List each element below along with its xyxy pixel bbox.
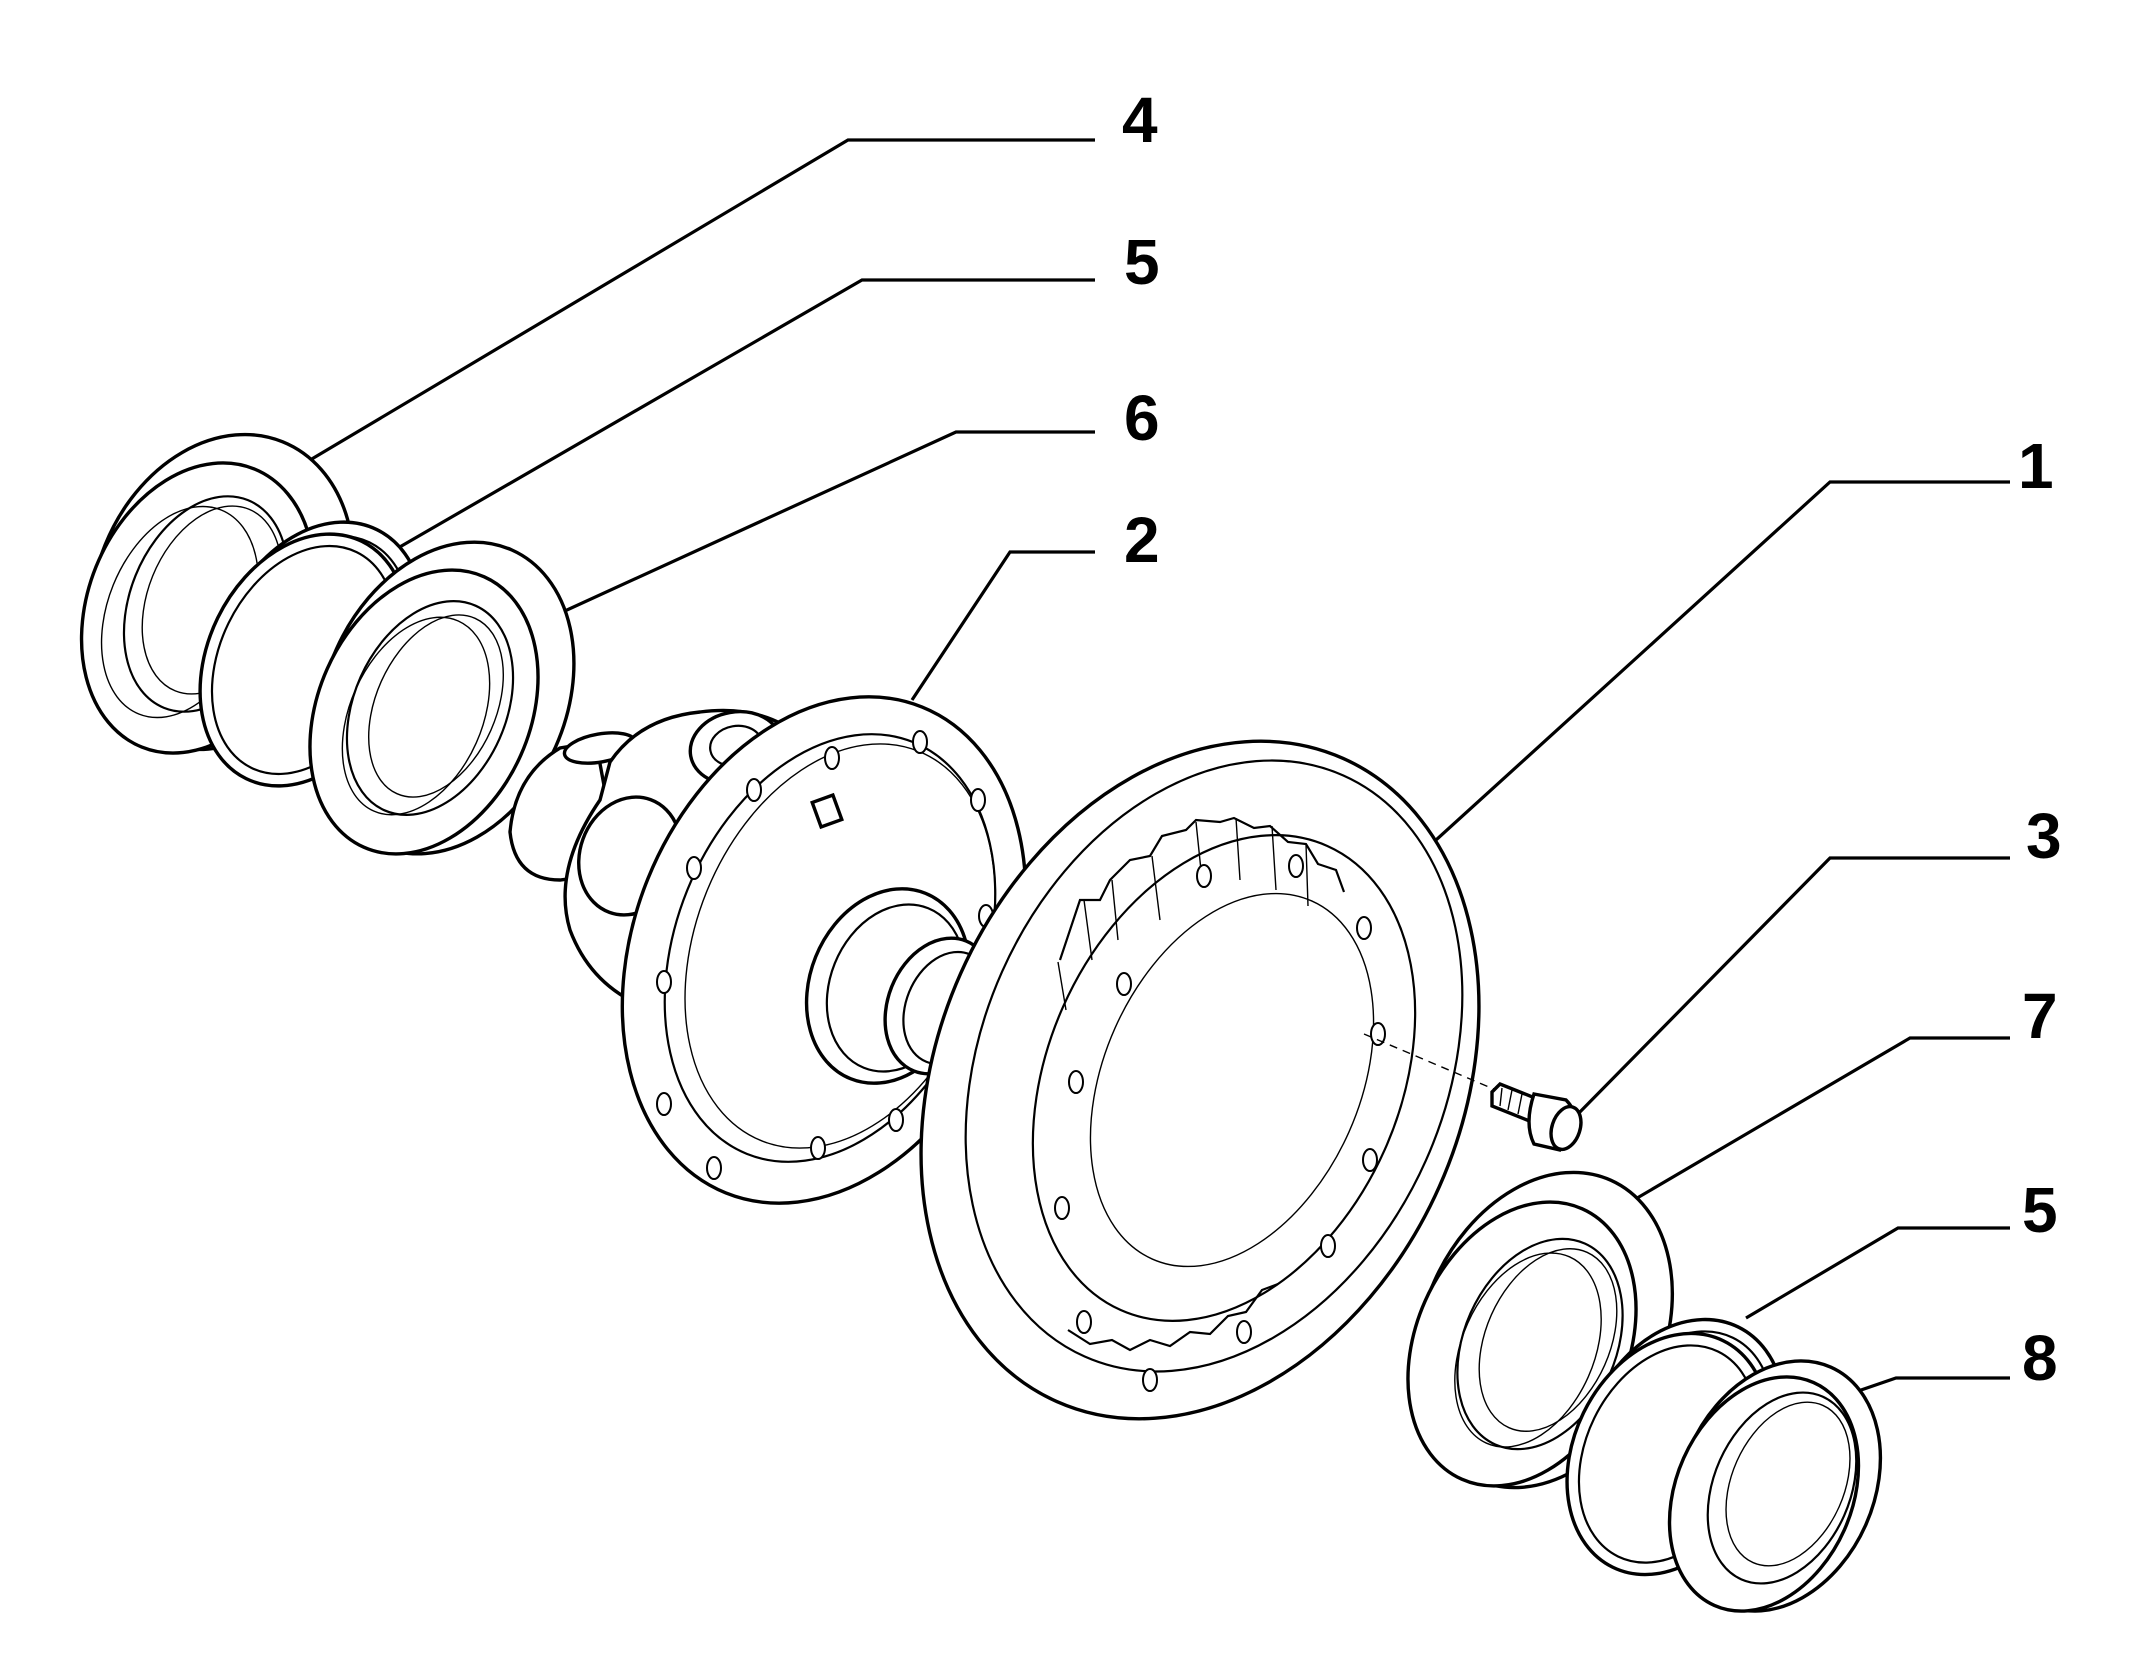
callout-numbers: 4 5 6 2 1 3 7 5 8 <box>1122 84 2062 1394</box>
callout-1: 1 <box>2018 430 2054 502</box>
callout-4-top: 4 <box>1122 84 1158 156</box>
callout-2: 2 <box>1124 504 1160 576</box>
part-6-bearing <box>308 540 576 856</box>
leader-line-7 <box>1585 1036 2010 1230</box>
leader-line-1 <box>1390 480 2010 882</box>
part-8-bearing-cup <box>1667 1359 1883 1613</box>
callout-3: 3 <box>2026 800 2062 872</box>
callout-5-bottom: 5 <box>2022 1174 2058 1246</box>
leader-lines <box>299 138 2010 1402</box>
part-2-differential-housing <box>508 695 1028 1205</box>
leader-line-2 <box>910 550 1095 701</box>
leader-line-5-top <box>397 278 1095 550</box>
part-3-bolt <box>1490 1082 1583 1152</box>
leader-line-6 <box>531 430 1095 628</box>
callout-7: 7 <box>2022 980 2058 1052</box>
leader-line-3 <box>1572 856 2010 1120</box>
callout-8: 8 <box>2022 1322 2058 1394</box>
leader-line-5-bottom <box>1745 1226 2010 1320</box>
part-1-ring-gear <box>919 739 1497 1421</box>
leader-line-4-top <box>299 138 1095 468</box>
ring-gear-bolt-holes <box>1054 854 1386 1392</box>
callout-6: 6 <box>1124 382 1160 454</box>
callout-5-top: 5 <box>1124 226 1160 298</box>
